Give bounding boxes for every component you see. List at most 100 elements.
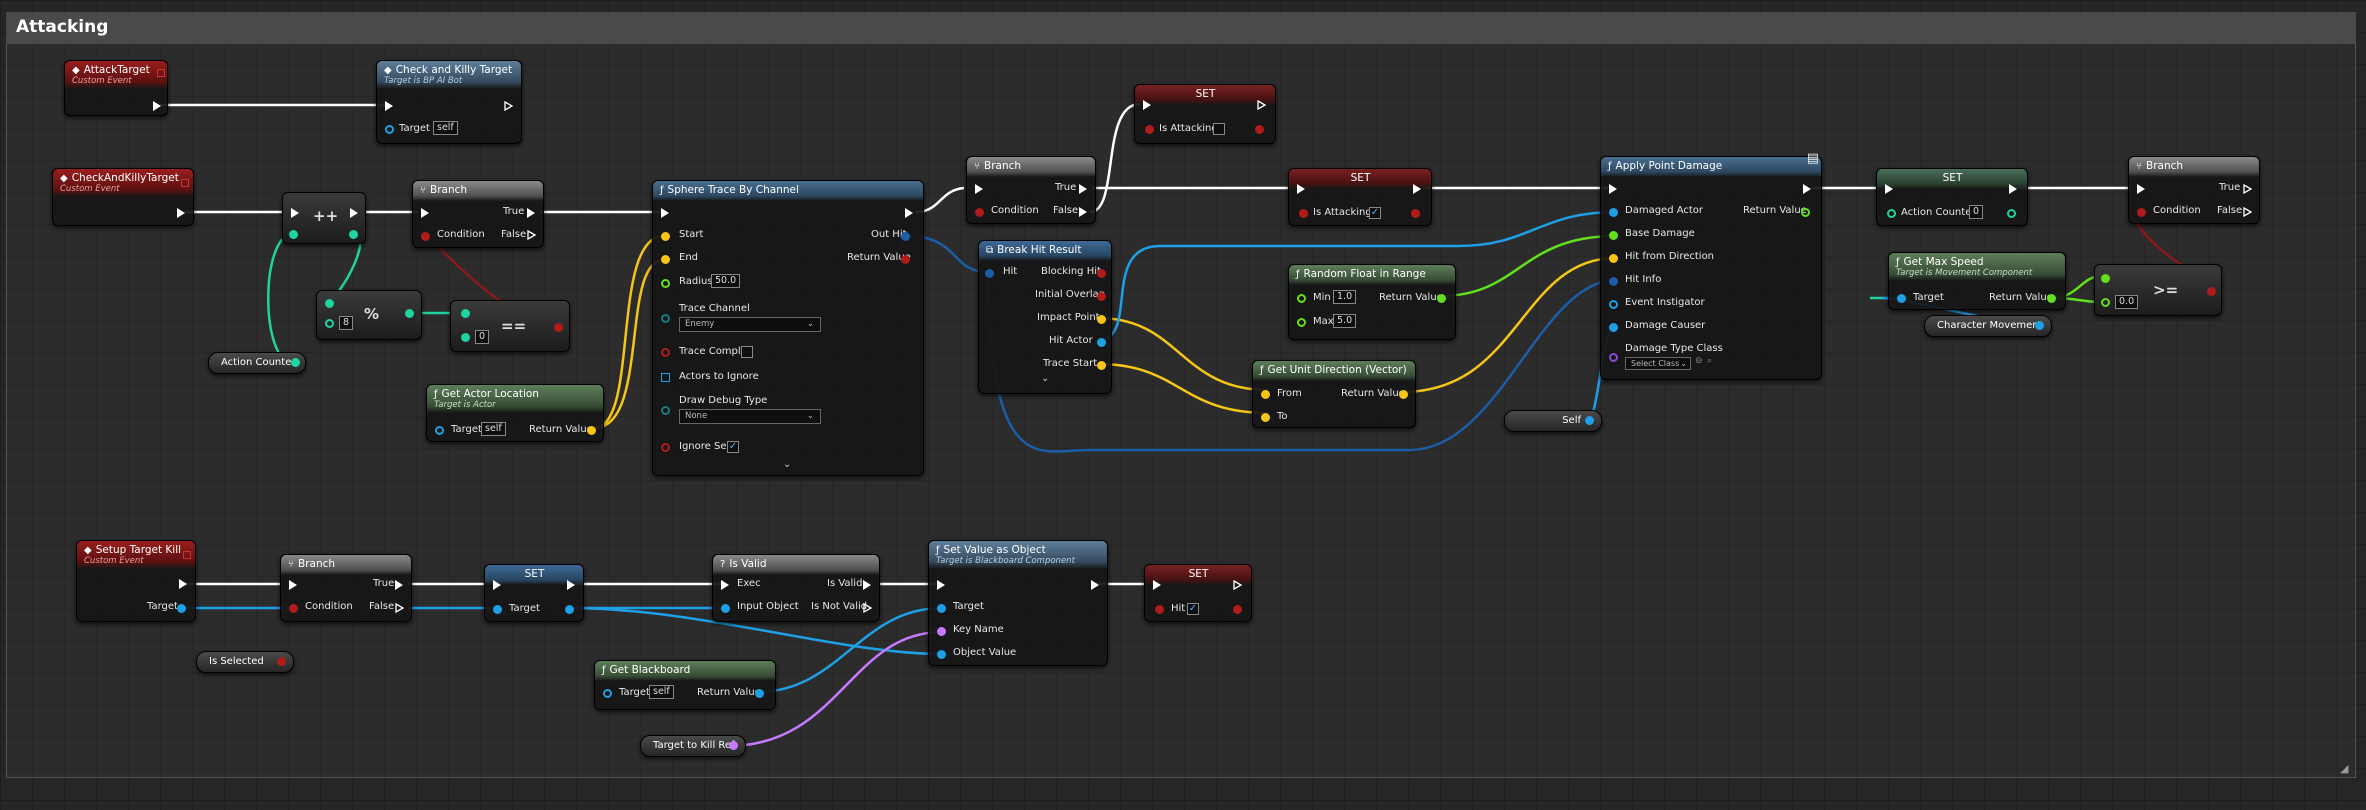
branch-node[interactable]: ⑂Branch True Condition False [412, 180, 544, 248]
exec-in-pin[interactable] [289, 580, 297, 590]
object-out-pin[interactable] [2035, 321, 2044, 330]
condition-pin[interactable] [289, 604, 298, 613]
target-pin[interactable] [493, 605, 502, 614]
greater-equal-node[interactable]: 0.0 >= [2094, 264, 2222, 316]
action-counter-pin[interactable] [1887, 209, 1896, 218]
resize-grip-icon[interactable]: ◢ [2340, 762, 2349, 775]
set-action-counter-node[interactable]: SET Action Counter 0 [1876, 168, 2028, 226]
exec-out-pin[interactable] [1091, 580, 1099, 590]
to-pin[interactable] [1261, 413, 1270, 422]
event-delegate-pin[interactable] [181, 179, 189, 187]
target-pin[interactable] [937, 604, 946, 613]
true-exec-pin[interactable] [527, 208, 535, 218]
ignore-self-checkbox[interactable]: ✓ [727, 441, 739, 453]
exec-in-pin[interactable] [1153, 580, 1161, 590]
ignore-self-pin[interactable] [661, 443, 670, 452]
true-exec-pin[interactable] [395, 580, 403, 590]
modulo-value-field[interactable]: 8 [339, 316, 354, 330]
target-pin[interactable] [385, 125, 394, 134]
true-exec-pin[interactable] [1079, 184, 1087, 194]
action-counter-field[interactable]: 0 [1969, 205, 1984, 219]
input-object-pin[interactable] [721, 604, 730, 613]
exec-out-pin[interactable] [905, 208, 913, 218]
target-self-field[interactable]: self [481, 422, 506, 436]
exec-in-pin[interactable] [1885, 184, 1893, 194]
is-valid-exec-pin[interactable] [863, 580, 871, 590]
target-self-field[interactable]: self [433, 121, 458, 135]
trace-complex-checkbox[interactable] [741, 346, 753, 358]
exec-in-pin[interactable] [937, 580, 945, 590]
float-out-pin[interactable] [2047, 294, 2056, 303]
damage-causer-pin[interactable] [1609, 323, 1618, 332]
trace-channel-dropdown[interactable]: Enemy⌄ [679, 317, 821, 332]
out-hit-pin[interactable] [901, 232, 910, 241]
exec-out-pin[interactable] [2009, 184, 2017, 194]
gte-value-field[interactable]: 0.0 [2115, 295, 2139, 309]
set-is-attacking-node[interactable]: SET Is Attacking ✓ [1288, 168, 1432, 226]
target-pin[interactable] [1897, 294, 1906, 303]
object-value-pin[interactable] [937, 650, 946, 659]
false-exec-pin[interactable] [2243, 207, 2253, 217]
true-exec-pin[interactable] [2243, 184, 2253, 194]
damage-type-class-pin[interactable] [1609, 353, 1618, 362]
int-out-pin[interactable] [291, 358, 300, 367]
int-a-pin[interactable] [325, 299, 334, 308]
blocking-hit-pin[interactable] [1097, 269, 1106, 278]
branch-node[interactable]: ⑂Branch True Condition False [2128, 156, 2260, 224]
set-target-node[interactable]: SET Target [484, 564, 584, 622]
int-out-pin[interactable] [405, 309, 414, 318]
select-class-dropdown[interactable]: Select Class⌄ [1625, 357, 1691, 370]
name-out-pin[interactable] [729, 741, 738, 750]
exec-in-pin[interactable] [291, 208, 299, 218]
expand-chevron-icon[interactable]: ⌄ [783, 459, 792, 470]
break-hit-result-node[interactable]: ⧉Break Hit Result Hit Blocking Hit Initi… [978, 240, 1112, 394]
float-out-pin[interactable] [1437, 294, 1446, 303]
hit-pin[interactable] [1155, 605, 1164, 614]
trace-complex-pin[interactable] [661, 348, 670, 357]
event-instigator-pin[interactable] [1609, 300, 1618, 309]
hit-pin[interactable] [985, 269, 994, 278]
is-attacking-checkbox[interactable] [1213, 123, 1225, 135]
self-variable[interactable]: Self [1504, 410, 1602, 432]
int-b-pin[interactable] [325, 319, 334, 328]
object-out-pin[interactable] [755, 689, 764, 698]
increment-node[interactable]: ++ [282, 192, 366, 244]
exec-out-pin[interactable] [1257, 100, 1267, 110]
event-delegate-pin[interactable] [183, 551, 191, 559]
target-to-kill-ref-variable[interactable]: Target to Kill Ref [640, 735, 746, 757]
impact-point-pin[interactable] [1097, 315, 1106, 324]
exec-in-pin[interactable] [421, 208, 429, 218]
event-delegate-pin[interactable] [157, 69, 165, 77]
exec-out-pin[interactable] [1413, 184, 1421, 194]
actors-to-ignore-pin[interactable] [661, 373, 670, 382]
hit-out-pin[interactable] [1233, 605, 1242, 614]
exec-in-pin[interactable] [1297, 184, 1305, 194]
min-pin[interactable] [1297, 294, 1306, 303]
condition-pin[interactable] [421, 232, 430, 241]
is-attacking-pin[interactable] [1299, 209, 1308, 218]
target-pin[interactable] [603, 689, 612, 698]
draw-debug-dropdown[interactable]: None⌄ [679, 409, 821, 424]
draw-debug-pin[interactable] [661, 406, 670, 415]
damaged-actor-pin[interactable] [1609, 208, 1618, 217]
return-value-pin[interactable] [1801, 208, 1810, 217]
exec-out-pin[interactable] [1803, 184, 1811, 194]
exec-in-pin[interactable] [1143, 100, 1151, 110]
equals-node[interactable]: 0 == [450, 300, 570, 352]
int-in-pin[interactable] [289, 230, 298, 239]
comment-title[interactable]: Attacking [6, 12, 2356, 44]
end-pin[interactable] [661, 255, 670, 264]
vector-out-pin[interactable] [587, 426, 596, 435]
false-exec-pin[interactable] [527, 230, 537, 240]
bool-out-pin[interactable] [277, 657, 286, 666]
is-selected-variable[interactable]: Is Selected [196, 651, 294, 673]
